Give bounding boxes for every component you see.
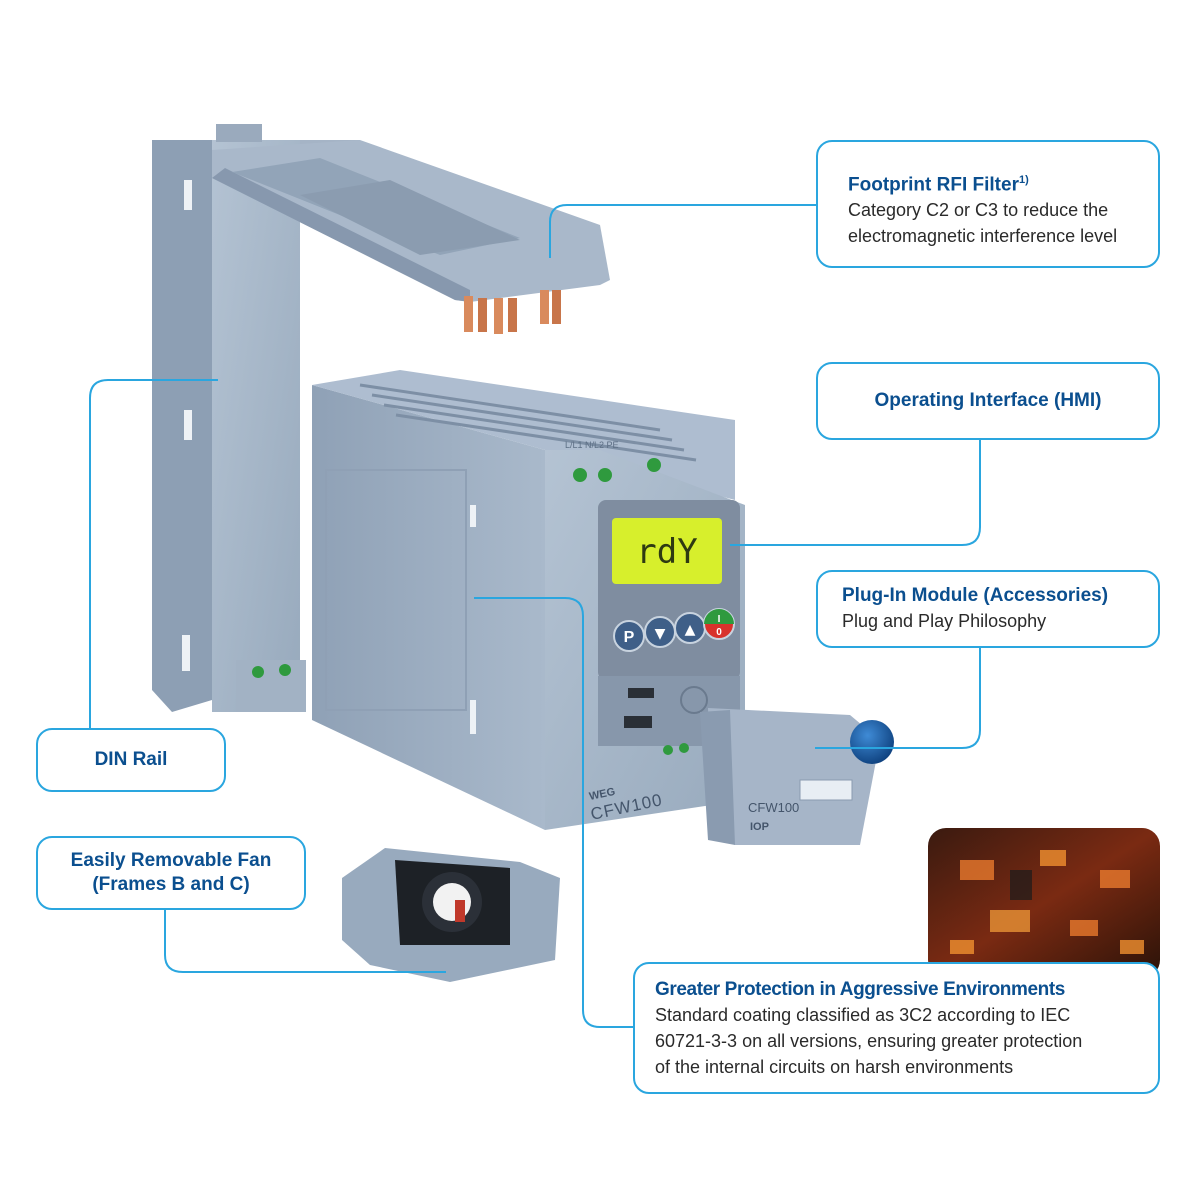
- fan-title-2: (Frames B and C): [92, 874, 250, 895]
- plugin-body: Plug and Play Philosophy: [842, 611, 1047, 631]
- up-key-label: ▲: [685, 622, 696, 638]
- leader-protection: [474, 597, 633, 1028]
- callout-protection: Greater Protection in Aggressive Environ…: [633, 962, 1160, 1094]
- leader-hmi: [730, 440, 981, 546]
- run-key-label: I: [718, 614, 721, 625]
- drive-led-pe: [647, 458, 661, 472]
- fan-unit: [342, 848, 560, 982]
- callout-fan: Easily Removable Fan (Frames B and C): [36, 836, 306, 910]
- leader-plugin: [815, 648, 981, 749]
- callout-hmi: Operating Interface (HMI): [816, 362, 1160, 440]
- leader-lines: [89, 204, 981, 1028]
- rail-led-1: [252, 666, 264, 678]
- module-code: IOP: [750, 821, 769, 833]
- lcd-screen: [612, 518, 722, 584]
- leader-din-rail: [89, 379, 218, 728]
- drive-led-2: [598, 468, 612, 482]
- p-key[interactable]: [613, 620, 645, 652]
- down-key-label: ▼: [655, 626, 666, 642]
- protection-title: Greater Protection in Aggressive Environ…: [655, 979, 1065, 1000]
- module-model: CFW100: [748, 800, 799, 815]
- protection-body-1: Standard coating classified as 3C2 accor…: [655, 1005, 1071, 1025]
- callout-din-rail: DIN Rail: [36, 728, 226, 792]
- din-rail-title: DIN Rail: [94, 749, 168, 770]
- rfi-filter-body-1: Category C2 or C3 to reduce the: [848, 200, 1109, 221]
- drive-terminal-label: L/L1 N/L2 PE: [565, 440, 619, 450]
- callout-plugin-module: Plug-In Module (Accessories) Plug and Pl…: [816, 570, 1160, 648]
- plugin-title: Plug-In Module (Accessories): [842, 585, 1109, 606]
- hmi-title: Operating Interface (HMI): [874, 390, 1102, 411]
- callout-rfi-filter: Footprint RFI Filter1) Category C2 or C3…: [816, 140, 1160, 268]
- footnote-marker: 1): [1018, 174, 1029, 186]
- drive-body: L/L1 N/L2 PE rdY P ▼ ▲ I 0 WEG CFW100: [312, 370, 745, 830]
- rfi-filter-body-2: electromagnetic interference level: [848, 226, 1118, 247]
- p-key-label: P: [624, 629, 635, 646]
- rfi-filter-title: Footprint RFI Filter1): [848, 174, 1029, 196]
- leader-fan: [164, 910, 446, 973]
- lcd-readout: rdY: [636, 532, 697, 572]
- stop-key-label: 0: [716, 627, 722, 638]
- rail-led-2: [279, 664, 291, 676]
- brand-logo: WEG: [588, 786, 616, 803]
- protection-body-3: of the internal circuits on harsh enviro…: [655, 1057, 1014, 1077]
- leader-rfi: [549, 204, 818, 258]
- circuit-board-photo: [928, 828, 1160, 978]
- protection-body-2: 60721-3-3 on all versions, ensuring grea…: [655, 1031, 1083, 1051]
- fan-title-1: Easily Removable Fan: [70, 850, 272, 871]
- fan-hub: [433, 883, 471, 921]
- rfi-filter: [212, 140, 610, 334]
- plugin-module: CFW100 IOP: [700, 708, 894, 845]
- drive-led-1: [573, 468, 587, 482]
- module-knob: [850, 720, 894, 764]
